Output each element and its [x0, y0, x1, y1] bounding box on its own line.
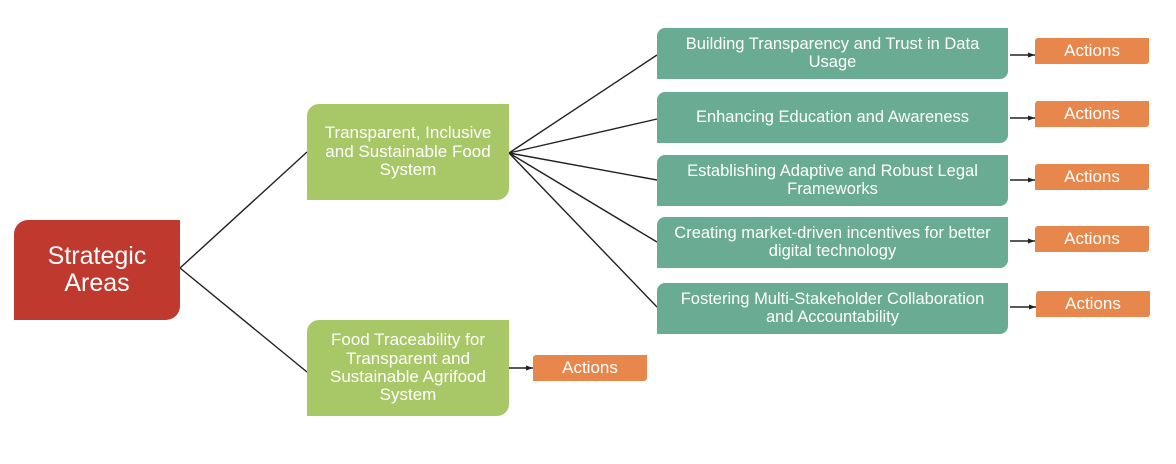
objective-node-1: Building Transparency and Trust in Data …: [657, 28, 1008, 79]
objective-label: Creating market-driven incentives for be…: [674, 223, 991, 260]
strategic-area-node-2: Food Traceability for Transparent and Su…: [307, 320, 509, 416]
strategic-area-label: Transparent, Inclusive and Sustainable F…: [324, 123, 492, 180]
action-label: Actions: [1064, 166, 1120, 186]
connector-area-1-to-objective-2: [508, 118, 658, 154]
strategic-area-node-1: Transparent, Inclusive and Sustainable F…: [307, 104, 509, 200]
objective-label: Fostering Multi-Stakeholder Collaboratio…: [680, 289, 985, 326]
action-node-area-2: Actions: [533, 355, 647, 381]
action-label: Actions: [1065, 293, 1121, 313]
action-node-objective-5: Actions: [1036, 291, 1150, 317]
objective-node-4: Creating market-driven incentives for be…: [657, 217, 1008, 268]
connector-area-1-to-objective-3: [508, 152, 658, 181]
connector-root-to-area-2: [179, 267, 308, 373]
action-label: Actions: [562, 357, 618, 377]
strategic-area-label: Food Traceability for Transparent and Su…: [330, 330, 486, 405]
objective-label: Enhancing Education and Awareness: [695, 107, 970, 126]
connector-area-1-to-objective-4: [508, 152, 658, 243]
objective-node-2: Enhancing Education and Awareness: [657, 92, 1008, 143]
action-label: Actions: [1064, 103, 1120, 123]
connector-area-1-to-objective-5: [508, 152, 658, 308]
objective-label: Establishing Adaptive and Robust Legal F…: [687, 161, 978, 198]
action-label: Actions: [1064, 228, 1120, 248]
connector-root-to-area-1: [179, 151, 308, 269]
action-node-objective-4: Actions: [1035, 226, 1149, 252]
objective-node-5: Fostering Multi-Stakeholder Collaboratio…: [657, 283, 1008, 334]
root-node-strategic-areas: Strategic Areas: [14, 220, 180, 320]
action-label: Actions: [1064, 40, 1120, 60]
connector-area-1-to-objective-1: [508, 54, 658, 154]
action-node-objective-2: Actions: [1035, 101, 1149, 127]
action-node-objective-3: Actions: [1035, 164, 1149, 190]
objective-label: Building Transparency and Trust in Data …: [685, 34, 980, 71]
action-node-objective-1: Actions: [1035, 38, 1149, 64]
root-label: Strategic Areas: [47, 242, 147, 297]
objective-node-3: Establishing Adaptive and Robust Legal F…: [657, 155, 1008, 206]
